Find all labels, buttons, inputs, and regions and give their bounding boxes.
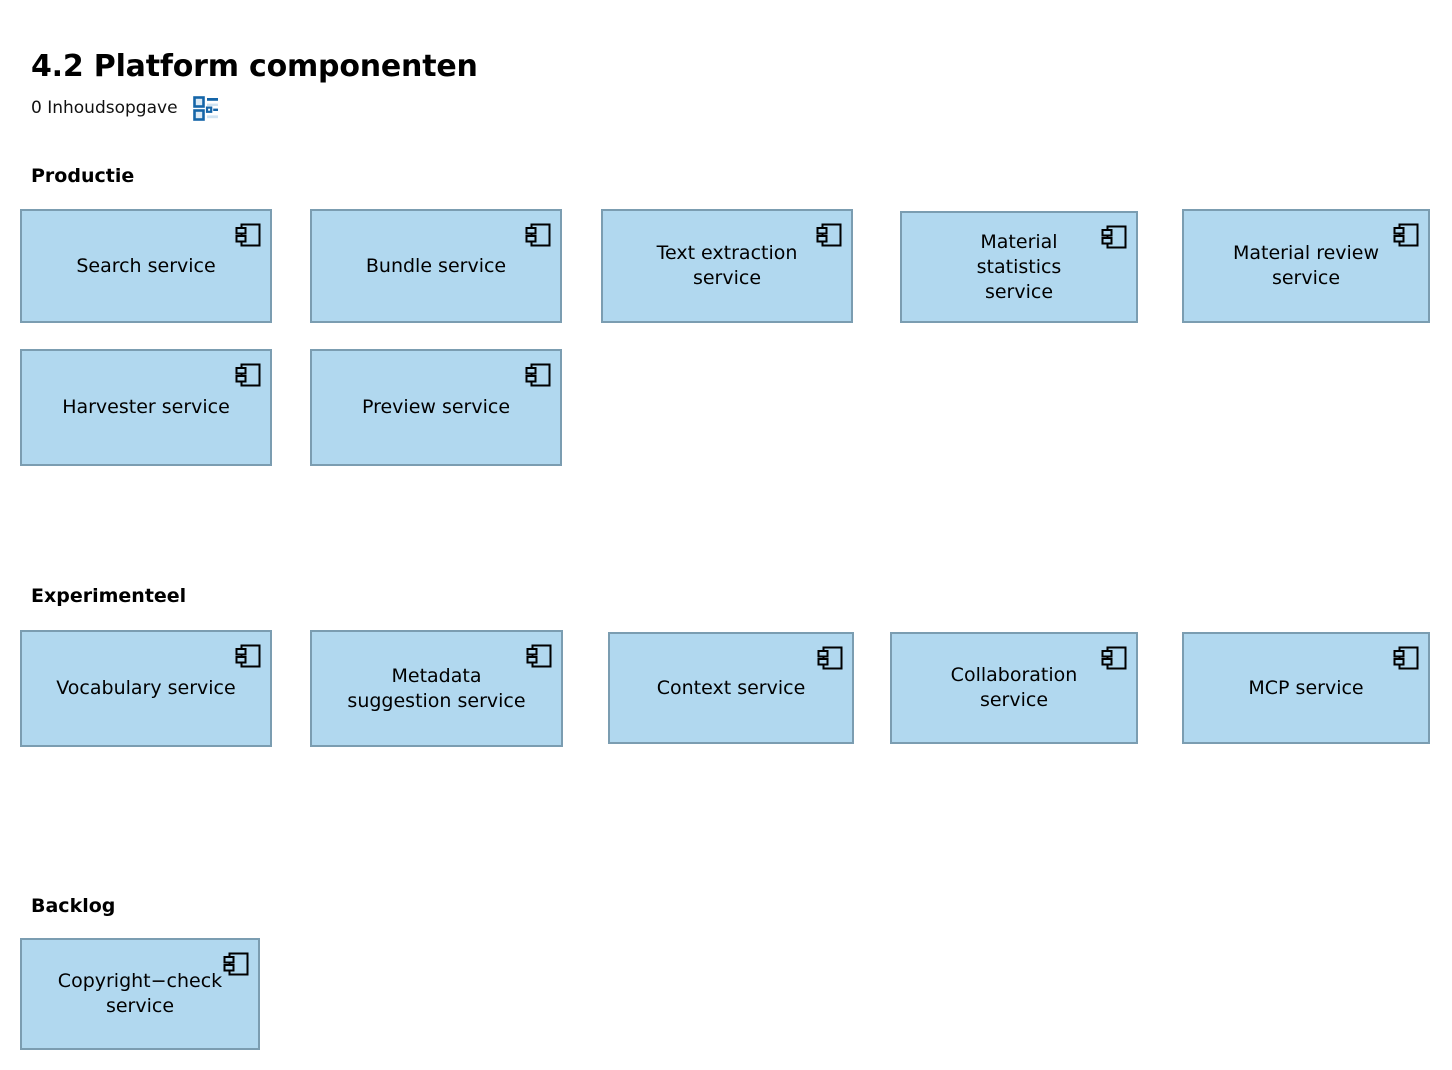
uml-component-icon xyxy=(1393,223,1419,247)
component-box[interactable]: Harvester service xyxy=(20,349,272,466)
component-box[interactable]: Preview service xyxy=(310,349,562,466)
component-box[interactable]: Text extraction service xyxy=(601,209,853,323)
component-label: Vocabulary service xyxy=(56,677,236,699)
component-label: Harvester service xyxy=(62,396,230,418)
component-label: Preview service xyxy=(361,396,511,418)
uml-component-icon xyxy=(816,223,842,247)
component-box[interactable]: Bundle service xyxy=(310,209,562,323)
component-box[interactable]: Vocabulary service xyxy=(20,630,272,747)
component-box[interactable]: MCP service xyxy=(1182,632,1430,744)
component-box[interactable]: Collaboration service xyxy=(890,632,1138,744)
component-label: Search service xyxy=(76,254,216,277)
page-title: 4.2 Platform componenten xyxy=(31,49,478,85)
component-label: MCP service xyxy=(1248,676,1364,699)
uml-component-icon xyxy=(1101,225,1127,249)
table-of-contents-label: 0 Inhoudsopgave xyxy=(31,98,178,118)
uml-component-icon xyxy=(235,644,261,668)
section-heading-experimenteel: Experimenteel xyxy=(31,585,187,607)
uml-component-icon xyxy=(1393,646,1419,670)
outline-list-icon[interactable] xyxy=(192,94,220,122)
table-of-contents-row[interactable]: 0 Inhoudsopgave xyxy=(31,94,220,122)
component-label: Bundle service xyxy=(365,254,507,277)
component-label: Material statistics service xyxy=(976,230,1062,303)
uml-component-icon xyxy=(525,363,551,387)
section-heading-productie: Productie xyxy=(31,165,135,187)
component-label: Copyright−check service xyxy=(57,970,223,1017)
uml-component-icon xyxy=(1101,646,1127,670)
uml-component-icon xyxy=(526,644,552,668)
component-box[interactable]: Search service xyxy=(20,209,272,323)
uml-component-icon xyxy=(817,646,843,670)
component-label: Context service xyxy=(656,676,806,699)
component-box[interactable]: Copyright−check service xyxy=(20,938,260,1050)
uml-component-icon xyxy=(223,952,249,976)
component-box[interactable]: Material statistics service xyxy=(900,211,1138,323)
component-label: Collaboration service xyxy=(950,664,1078,711)
uml-component-icon xyxy=(235,363,261,387)
component-box[interactable]: Context service xyxy=(608,632,854,744)
component-box[interactable]: Metadata suggestion service xyxy=(310,630,563,747)
component-box[interactable]: Material review service xyxy=(1182,209,1430,323)
component-label: Metadata suggestion service xyxy=(347,664,526,712)
component-label: Text extraction service xyxy=(656,242,798,289)
uml-component-icon xyxy=(525,223,551,247)
component-label: Material review service xyxy=(1232,242,1380,289)
uml-component-icon xyxy=(235,223,261,247)
section-heading-backlog: Backlog xyxy=(31,895,116,917)
